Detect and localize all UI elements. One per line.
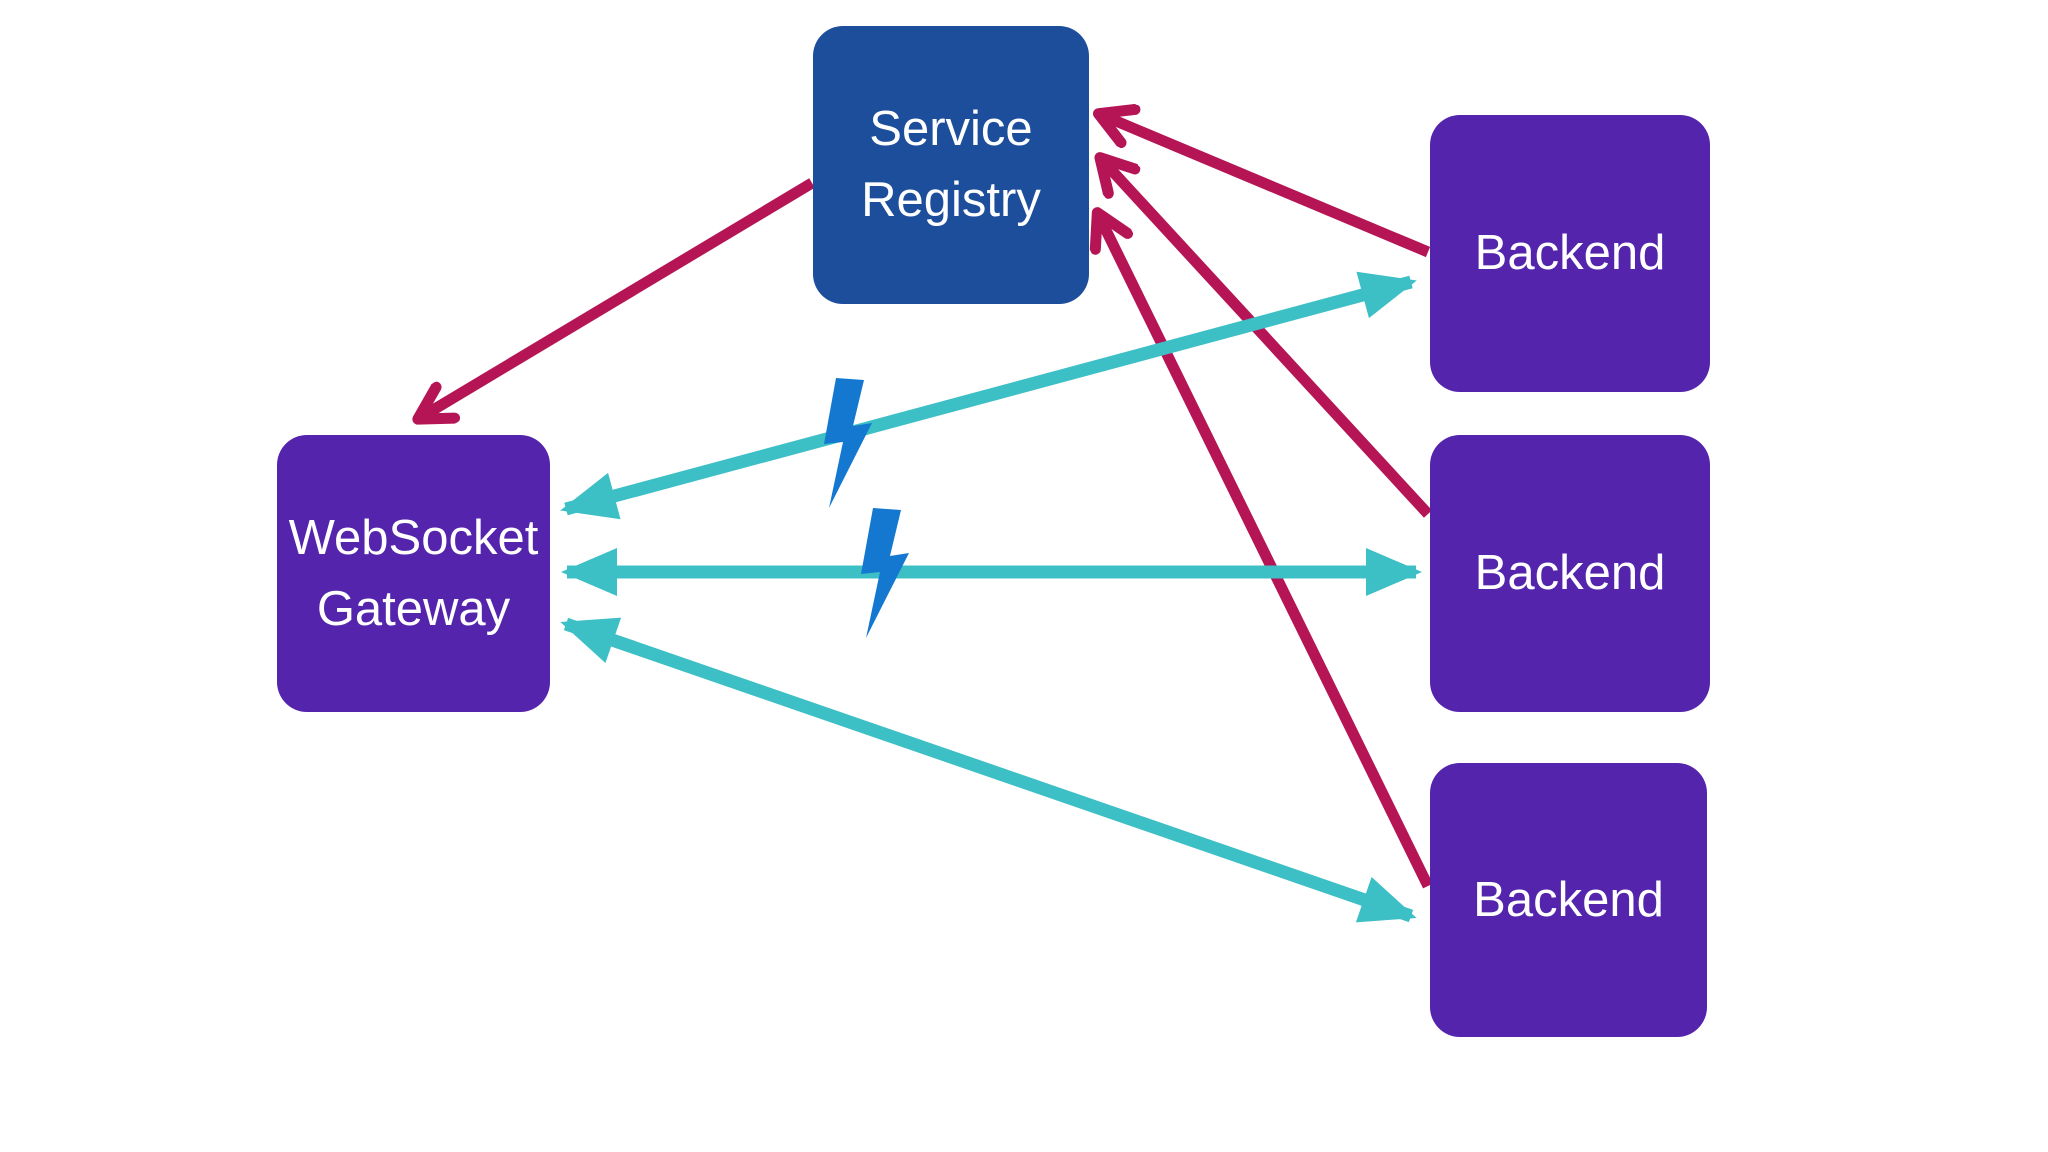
link-gateway-backend1 [560,271,1417,520]
arrow-backend2-to-registry [1104,162,1433,518]
link-gateway-backend3 [560,617,1417,923]
node-service-registry: Service Registry [813,26,1089,304]
node-label: Backend [1474,226,1666,281]
node-websocket-gateway: WebSocket Gateway [277,435,550,712]
node-label: Service Registry [861,102,1041,227]
arrow-backend1-to-registry [1104,116,1431,258]
lightning-bolt-icon-2 [861,508,909,638]
lightning-bolt-icon-1 [824,378,872,508]
node-backend-2: Backend [1430,435,1710,712]
node-backend-3: Backend [1430,763,1707,1037]
node-label: WebSocket Gateway [288,510,539,636]
node-backend-1: Backend [1430,115,1710,392]
arrow-registry-to-gateway [423,178,815,416]
node-label: Backend [1474,546,1666,601]
node-label: Backend [1473,872,1664,927]
